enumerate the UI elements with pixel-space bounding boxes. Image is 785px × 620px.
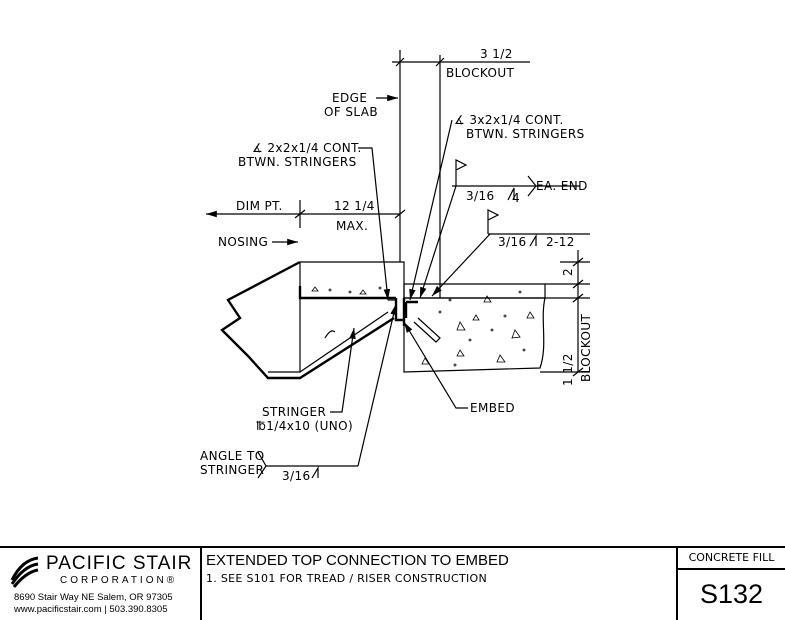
- detail-title: EXTENDED TOP CONNECTION TO EMBED: [206, 552, 509, 569]
- blockout-side-label: BLOCKOUT: [579, 313, 593, 382]
- pacific-stair-logo-icon: [10, 556, 39, 588]
- company-address: 8690 Stair Way NE Salem, OR 97305: [14, 592, 173, 603]
- angle-right-leader: [409, 119, 453, 301]
- angle-left-label-1: ∡ 2x2x1/4 CONT.: [252, 141, 362, 155]
- weld-1-size: 3/16: [466, 189, 495, 203]
- edge-of-slab-label-1: EDGE: [332, 91, 367, 105]
- weld-2-length: 2-12: [546, 235, 575, 249]
- max-label: MAX.: [336, 219, 368, 233]
- detail-note: 1. SEE S101 FOR TREAD / RISER CONSTRUCTI…: [206, 572, 488, 585]
- company-contact: 8690 Stair Way NE Salem, OR 97305 www.pa…: [14, 592, 173, 616]
- dim-blockout-top: [392, 50, 530, 298]
- dim-1-half-label: 1 1/2: [561, 353, 575, 386]
- concrete-aggregate: [421, 290, 535, 367]
- description-cell: EXTENDED TOP CONNECTION TO EMBED 1. SEE …: [202, 548, 678, 620]
- weld-3-size: 3/16: [282, 469, 311, 483]
- category-label: CONCRETE FILL: [678, 548, 785, 570]
- angle-right-label-2: BTWN. STRINGERS: [466, 127, 585, 141]
- stringer-leader: [330, 327, 356, 413]
- blockout-top-label: BLOCKOUT: [446, 66, 515, 80]
- angle-to-label-2: STRINGER: [200, 463, 264, 477]
- dim-pt-ext: [294, 200, 406, 228]
- edge-of-slab-label-2: OF SLAB: [324, 105, 378, 119]
- weld-symbol-1: [419, 159, 580, 299]
- weld-1-note: EA. END: [536, 179, 588, 193]
- nosing-label: NOSING: [218, 235, 268, 249]
- stringer-plate: [220, 260, 395, 380]
- company-subtitle: CORPORATION®: [60, 575, 178, 586]
- dim-12-label: 12 1/4: [334, 199, 375, 213]
- company-web-phone: www.pacificstair.com | 503.390.8305: [14, 604, 168, 615]
- angle-left-label-2: BTWN. STRINGERS: [238, 155, 357, 169]
- angle-to-label-1: ANGLE TO: [200, 449, 265, 463]
- embed-leader: [403, 321, 468, 409]
- weld-2-size: 3/16: [498, 235, 527, 249]
- dim-3-1-2-label: 3 1/2: [480, 47, 513, 61]
- weld-symbol-3: [257, 303, 397, 479]
- dim-pt-label: DIM PT.: [236, 199, 283, 213]
- angle-right-label-1: ∡ 3x2x1/4 CONT.: [454, 113, 564, 127]
- angle-left-leader: [358, 147, 391, 301]
- tread-aggregate: [311, 286, 382, 295]
- title-block: PACIFIC STAIR CORPORATION® 8690 Stair Wa…: [0, 546, 785, 620]
- company-cell: PACIFIC STAIR CORPORATION® 8690 Stair Wa…: [0, 548, 202, 620]
- stringer-label-2: ℔1/4x10 (UNO): [256, 419, 353, 433]
- weld-symbol-2: [431, 209, 590, 297]
- stringer-label-1: STRINGER: [262, 405, 326, 419]
- sheet-number: S132: [699, 579, 764, 609]
- company-name: PACIFIC STAIR: [46, 553, 193, 574]
- dim-right-side: [540, 250, 590, 377]
- top-tread: [268, 261, 405, 373]
- embed-label: EMBED: [470, 401, 515, 415]
- dim-2-label: 2: [561, 268, 575, 276]
- weld-1-length: 4: [512, 191, 520, 205]
